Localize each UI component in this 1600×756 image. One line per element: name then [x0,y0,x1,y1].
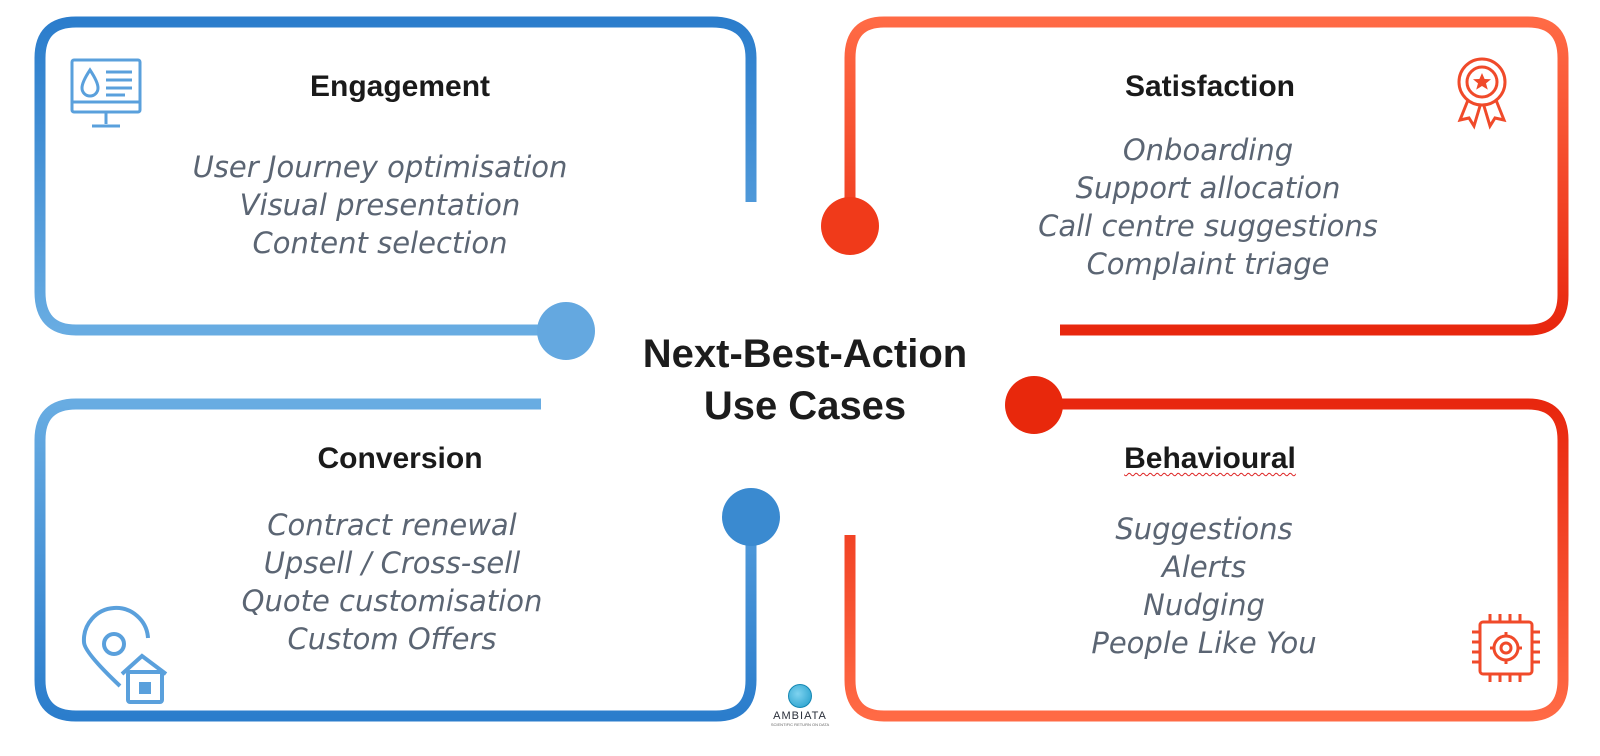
satisfaction-items: Onboarding Support allocation Call centr… [948,131,1468,283]
satisfaction-item: Complaint triage [1086,247,1330,281]
conversion-connector-dot [722,488,780,546]
behavioural-title: Behavioural [1000,442,1420,476]
ambiata-logo: AMBIATA SCIENTIFIC RETURN ON DATA [752,684,848,727]
satisfaction-item: Call centre suggestions [1038,209,1378,243]
behavioural-frame [844,376,1569,722]
engagement-frame [34,16,757,360]
diagram-title-line-2: Use Cases [703,384,907,428]
behavioural-title-text: Behavioural [1124,442,1296,475]
behavioural-connector-dot [1005,376,1063,434]
conversion-frame [34,398,780,722]
satisfaction-frame [821,16,1569,336]
engagement-item: Visual presentation [239,188,521,222]
behavioural-item: Alerts [1161,550,1247,584]
behavioural-item: Suggestions [1115,512,1293,546]
behavioural-item: People Like You [1091,626,1317,660]
conversion-item: Upsell / Cross-sell [263,546,521,580]
satisfaction-item: Support allocation [1075,171,1341,205]
award-ribbon-icon [1457,57,1507,130]
behavioural-item: Nudging [1143,588,1265,622]
conversion-item: Contract renewal [267,508,517,542]
conversion-item: Quote customisation [241,584,543,618]
engagement-title: Engagement [309,70,491,103]
ambiata-logo-name: AMBIATA [773,710,827,722]
ambiata-logo-tagline: SCIENTIFIC RETURN ON DATA [770,722,830,727]
engagement-item: User Journey optimisation [192,150,568,184]
diagram-title: Next-Best-Action Use Cases [600,328,1010,432]
behavioural-items: Suggestions Alerts Nudging People Like Y… [944,510,1464,662]
conversion-items: Contract renewal Upsell / Cross-sell Quo… [132,506,652,658]
satisfaction-title: Satisfaction [1124,70,1296,103]
monitor-icon [70,58,142,128]
engagement-connector-dot [537,302,595,360]
conversion-title: Conversion [317,442,483,475]
location-home-icon [81,606,168,704]
cpu-chip-gear-icon [1472,614,1540,682]
engagement-item: Content selection [252,226,508,260]
diagram-title-line-1: Next-Best-Action [642,332,968,376]
satisfaction-connector-dot [821,197,879,255]
conversion-item: Custom Offers [287,622,497,656]
ambiata-logo-mark [788,684,812,708]
engagement-items: User Journey optimisation Visual present… [120,148,640,262]
satisfaction-item: Onboarding [1122,133,1294,167]
